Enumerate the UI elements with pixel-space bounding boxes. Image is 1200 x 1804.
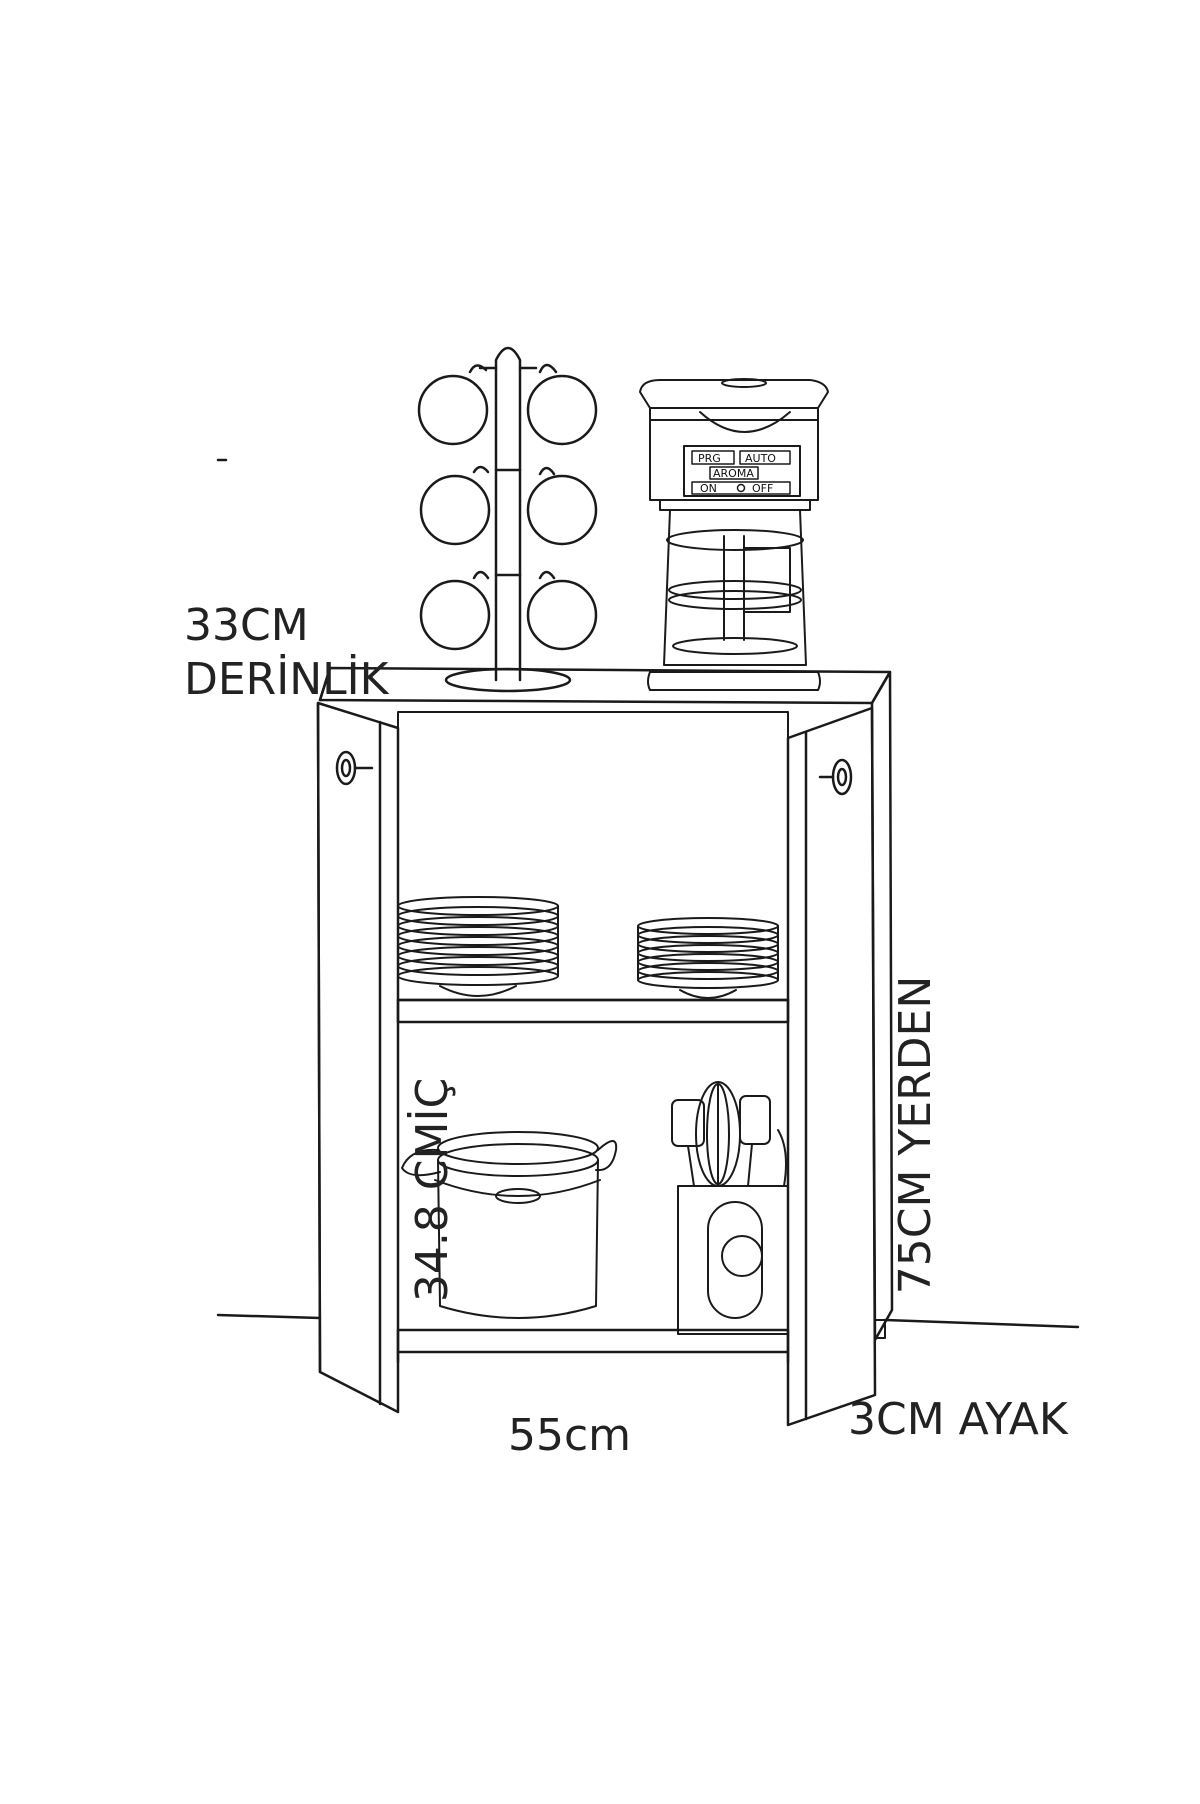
- mug-top-left: [417, 374, 489, 446]
- mug-middle-right: [526, 474, 598, 546]
- plate-stack-left: [397, 896, 559, 997]
- inner-height-label: 34.8 CMİÇ: [407, 1077, 458, 1303]
- plate-stack-right: [637, 917, 779, 999]
- button-aroma: AROMA: [713, 467, 754, 480]
- right-door-knob: [818, 758, 853, 796]
- width-label: 55cm: [508, 1410, 632, 1461]
- button-on: ON: [700, 482, 717, 495]
- floor-line-right: [883, 1318, 1080, 1329]
- right-door: [786, 706, 877, 1427]
- utensil-holder: [671, 1081, 789, 1335]
- coffee-machine: [639, 378, 829, 691]
- mug-middle-left: [419, 474, 491, 546]
- button-auto: AUTO: [745, 452, 776, 465]
- mug-bottom-left: [419, 579, 491, 651]
- depth-value-label: 33CM: [184, 600, 309, 651]
- mug-top-right: [526, 374, 598, 446]
- left-door: [316, 701, 400, 1414]
- mug-bottom-right: [526, 579, 598, 651]
- button-off: OFF: [752, 482, 773, 495]
- leg-label: 3CM AYAK: [848, 1394, 1068, 1445]
- floor-line-left: [216, 1313, 322, 1320]
- depth-label: DERİNLİK: [184, 654, 389, 705]
- mug-tree: [417, 346, 598, 693]
- button-prg: PRG: [698, 452, 721, 465]
- left-door-knob: [335, 750, 374, 786]
- height-label: 75CM YERDEN: [890, 975, 941, 1295]
- cooking-pot: [401, 1131, 618, 1319]
